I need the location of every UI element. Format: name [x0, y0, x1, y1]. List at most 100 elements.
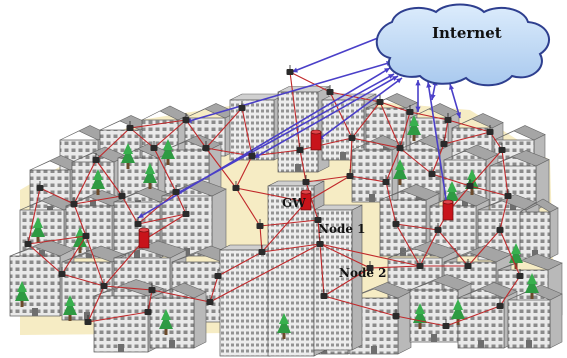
mesh-router-icon: [434, 223, 442, 233]
mesh-link: [259, 219, 319, 227]
mesh-link: [235, 187, 307, 203]
mesh-link: [395, 315, 447, 327]
mesh-router-icon: [148, 283, 156, 293]
building-icon: [229, 93, 287, 161]
tree-icon: [413, 303, 427, 329]
mesh-link: [137, 213, 187, 225]
mesh-link: [323, 267, 371, 297]
mesh-router-icon: [442, 319, 450, 329]
mesh-router-icon: [84, 315, 92, 325]
mesh-link: [369, 265, 421, 269]
mesh-link: [385, 181, 397, 225]
mesh-router-icon: [238, 101, 246, 111]
mesh-link: [351, 101, 381, 139]
mesh-router-icon: [486, 125, 494, 135]
uplink-arrow: [449, 83, 461, 119]
mesh-link: [469, 185, 509, 197]
mesh-routers: [24, 65, 524, 329]
mesh-router-icon: [182, 207, 190, 217]
building-icon: [313, 204, 363, 351]
mesh-link: [147, 289, 153, 313]
mesh-router-icon: [466, 179, 474, 189]
tree-icon: [525, 273, 539, 299]
tree-icon: [63, 295, 77, 321]
mesh-router-icon: [58, 267, 66, 277]
gateway-router-icon: [138, 227, 150, 249]
mesh-link: [379, 101, 401, 149]
city-trees: [15, 115, 539, 339]
mesh-router-icon: [444, 113, 452, 123]
mesh-link: [467, 229, 501, 267]
mesh-router-icon: [182, 113, 190, 123]
tree-icon: [159, 309, 173, 335]
mesh-link: [95, 159, 123, 197]
mesh-link: [351, 137, 401, 149]
mesh-link: [261, 243, 321, 253]
mesh-link: [121, 195, 139, 225]
mesh-link: [39, 187, 75, 205]
mesh-link: [61, 235, 87, 275]
mesh-router-icon: [172, 185, 180, 195]
mesh-link: [319, 243, 325, 297]
mesh-link: [431, 173, 471, 187]
mesh-link: [499, 229, 521, 277]
mesh-link: [323, 295, 397, 317]
mesh-link: [241, 107, 253, 157]
gateway-router-icon: [300, 189, 312, 211]
mesh-router-icon: [464, 259, 472, 269]
mesh-router-icon: [214, 269, 222, 279]
mesh-link: [73, 159, 97, 205]
mesh-link: [27, 235, 87, 245]
mesh-router-icon: [316, 237, 324, 247]
mesh-router-icon: [134, 217, 142, 227]
tree-icon: [393, 159, 407, 185]
mesh-router-icon: [440, 137, 448, 147]
mesh-link: [299, 137, 353, 151]
mesh-link: [419, 229, 439, 267]
mesh-link: [27, 243, 63, 275]
mesh-link: [235, 187, 261, 227]
gateway-routers: [138, 129, 454, 249]
mesh-router-icon: [150, 141, 158, 151]
mesh-router-icon: [348, 131, 356, 141]
mesh-link: [319, 243, 421, 267]
mesh-router-icon: [248, 149, 256, 159]
mesh-link: [399, 147, 433, 175]
node1-label: Node 1: [318, 222, 366, 236]
mesh-link: [87, 285, 105, 323]
mesh-link: [137, 191, 177, 225]
mesh-router-icon: [36, 181, 44, 191]
mesh-link: [153, 119, 187, 149]
mesh-router-icon: [498, 143, 506, 153]
mesh-link: [305, 175, 351, 183]
mesh-link: [379, 101, 411, 113]
mesh-router-icon: [376, 95, 384, 105]
mesh-link: [329, 91, 353, 139]
mesh-router-icon: [24, 237, 32, 247]
mesh-router-icon: [496, 299, 504, 309]
mesh-router-icon: [428, 167, 436, 177]
cloud-icon: [375, 3, 551, 87]
mesh-router-icon: [382, 175, 390, 185]
mesh-link: [185, 119, 207, 149]
uplink-arrow: [415, 80, 421, 112]
tree-icon: [161, 139, 175, 165]
mesh-link: [95, 127, 131, 161]
mesh-router-icon: [82, 229, 90, 239]
mesh-link: [443, 119, 449, 145]
mesh-router-icon: [202, 141, 210, 151]
tree-icon: [31, 217, 45, 243]
mesh-link: [445, 305, 501, 327]
mesh-link: [499, 195, 509, 231]
mesh-link: [305, 181, 319, 221]
mesh-link: [399, 111, 411, 149]
mesh-link: [151, 289, 211, 303]
mesh-router-icon: [92, 153, 100, 163]
mesh-link: [73, 195, 123, 205]
mesh-router-icon: [302, 175, 310, 185]
mesh-router-icon: [416, 259, 424, 269]
mesh-link: [447, 119, 491, 133]
mesh-link: [73, 203, 87, 237]
mesh-router-icon: [256, 219, 264, 229]
mesh-link: [129, 127, 155, 149]
